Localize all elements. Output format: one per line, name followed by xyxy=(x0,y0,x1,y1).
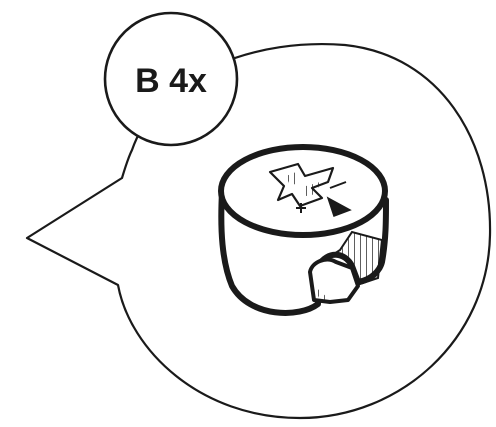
cam-lock-fitting-icon xyxy=(218,144,389,316)
part-label-badge: B 4x xyxy=(103,11,239,147)
part-label-text: B 4x xyxy=(135,62,207,100)
